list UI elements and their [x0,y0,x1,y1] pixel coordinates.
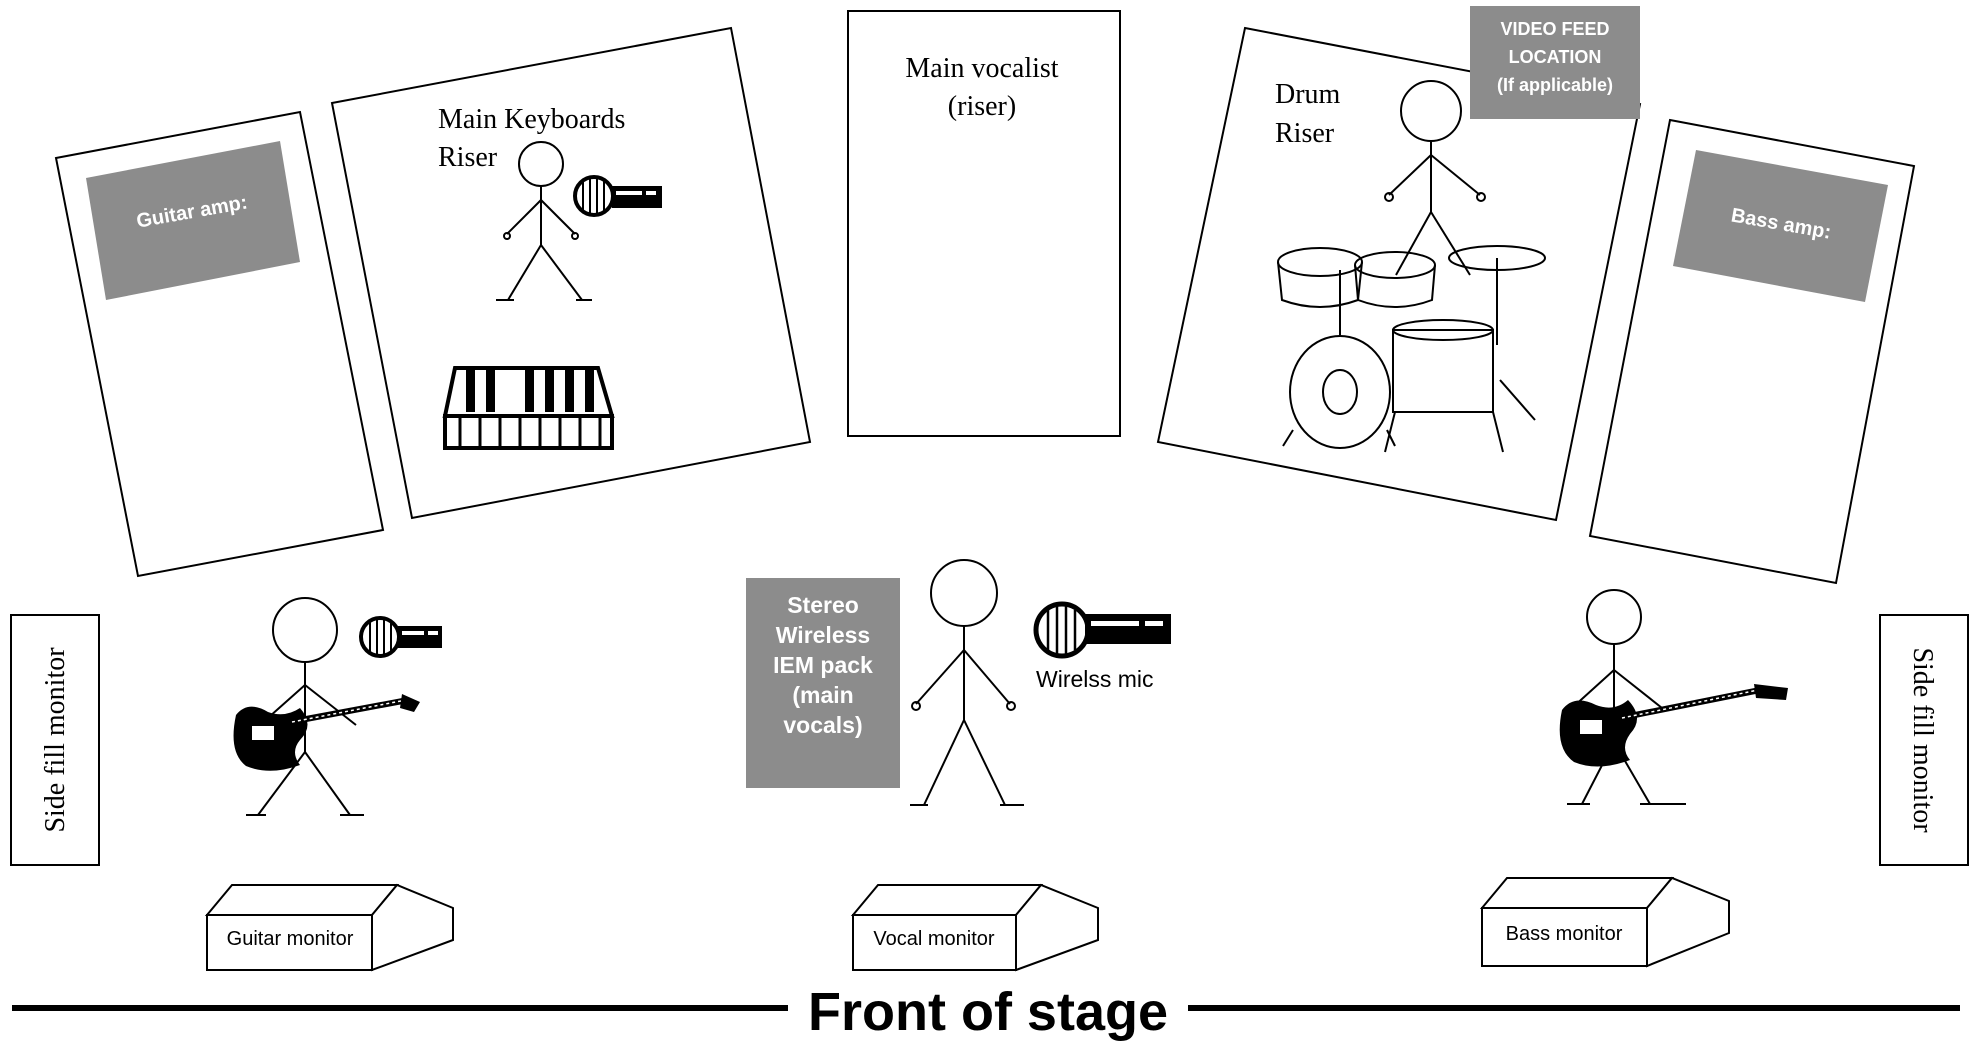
front-of-stage-label: Front of stage [808,982,1168,1042]
microphone-icon [573,175,662,217]
bassist [1559,589,1788,805]
wedge-monitor-icon [850,883,1099,972]
guitar-amp-label-box [86,141,300,300]
side-fill-monitor-right: Side fill monitor [1879,614,1969,866]
microphone-icon [1033,601,1171,659]
stick-figure-icon [496,141,592,301]
bass-guitar-icon [1559,684,1788,767]
bass-monitor: Bass monitor [1479,876,1730,968]
video-feed-line2: LOCATION [1509,47,1602,67]
front-of-stage: Front of stage [12,982,1960,1042]
keyboard-icon [442,366,615,450]
main-vocalist-platform [847,10,1121,437]
main-vocalist-title-line1: Main vocalist [905,53,1058,84]
wedge-monitor-icon [204,883,454,972]
video-feed-label-box [1470,6,1640,119]
keyboards-riser-title-line2: Riser [438,142,498,173]
stick-figure-icon [1567,589,1686,805]
side-fill-left-label: Side fill monitor [40,647,71,833]
video-feed-line1: VIDEO FEED [1500,19,1609,39]
wireless-mic-label: Wirelss mic [1036,666,1154,692]
main-vocalist-title-line2: (riser) [948,91,1016,122]
wedge-monitor-icon [1479,876,1730,968]
drum-riser-title-line2: Riser [1275,118,1335,149]
iem-line2: Wireless [776,622,870,648]
keyboards-riser-title-line1: Main Keyboards [438,104,625,135]
main-vocalist-riser: Main vocalist (riser) [847,10,1121,437]
drum-riser-title-line1: Drum [1275,79,1341,110]
iem-pack-label-box [746,578,900,788]
microphone-icon [359,616,442,658]
iem-line5: vocals) [783,712,862,738]
stick-figure-icon [1384,80,1486,276]
video-feed-location: VIDEO FEED LOCATION (If applicable) [1470,6,1640,119]
bass-amp-area: Bass amp: [1588,118,1916,585]
vocal-monitor-label: Vocal monitor [873,928,995,950]
guitar-monitor-label: Guitar monitor [227,928,354,950]
guitar-amp-area: Guitar amp: [54,110,385,578]
bass-monitor-label: Bass monitor [1506,923,1623,945]
side-fill-monitor-left: Side fill monitor [10,614,100,866]
side-fill-right-label: Side fill monitor [1907,647,1938,833]
drum-riser: Drum Riser [1156,26,1642,522]
stick-figure-icon [910,559,1024,806]
iem-line4: (main [792,682,853,708]
video-feed-line3: (If applicable) [1497,75,1613,95]
keyboards-riser: Main Keyboards Riser [330,26,812,520]
guitar-monitor: Guitar monitor [204,883,454,972]
electric-guitar-icon [233,694,420,771]
iem-line1: Stereo [787,592,859,618]
guitarist [233,597,442,816]
bass-amp-label-box [1673,150,1888,302]
vocalist: Stereo Wireless IEM pack (main vocals) W… [746,559,1171,806]
vocal-monitor: Vocal monitor [850,883,1099,972]
iem-line3: IEM pack [773,652,873,678]
stick-figure-icon [246,597,364,816]
drum-kit-icon [1277,245,1546,453]
